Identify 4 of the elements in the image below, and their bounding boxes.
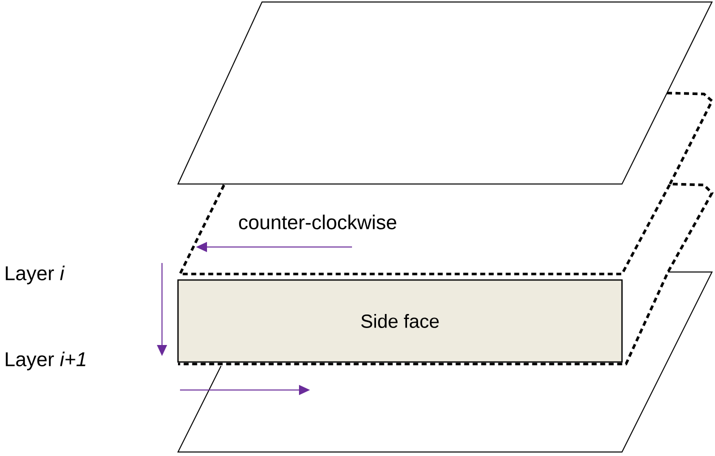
direction-label: counter-clockwise <box>239 214 396 230</box>
layer-label: Layer i <box>6 266 65 284</box>
side-face-box: Side face <box>177 279 623 363</box>
layer-label: Layer i+1 <box>6 352 86 370</box>
